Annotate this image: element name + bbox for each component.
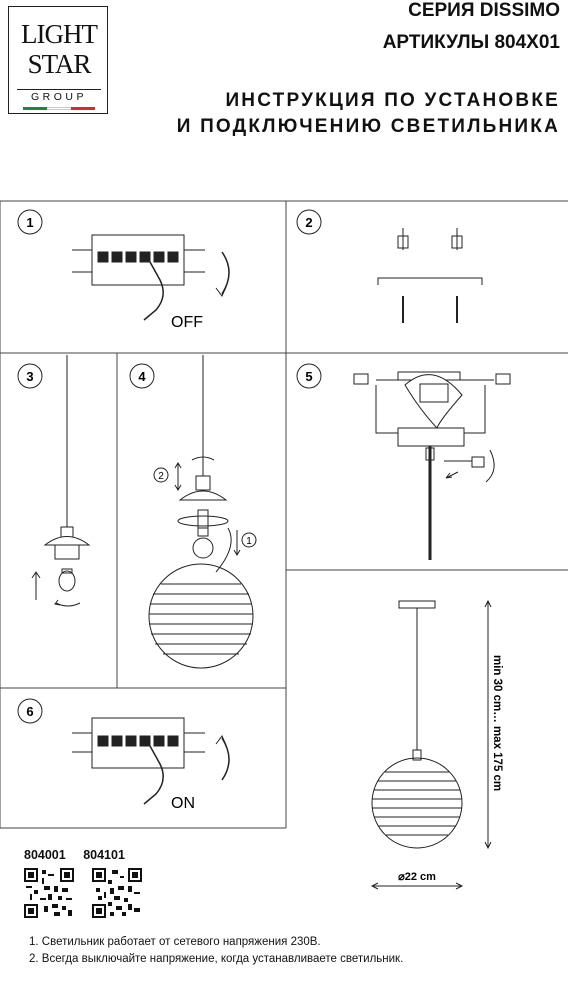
- svg-text:2: 2: [305, 215, 312, 230]
- svg-text:1: 1: [26, 215, 33, 230]
- breaker-panel-on-icon: [72, 717, 230, 805]
- note-1: 1. Светильник работает от сетевого напря…: [29, 936, 321, 948]
- sub-step-1-badge: 1: [241, 532, 257, 548]
- svg-text:1: 1: [246, 536, 252, 547]
- svg-text:6: 6: [26, 704, 33, 719]
- diagram-grid: [0, 200, 568, 829]
- instruction-line2: И ПОДКЛЮЧЕНИЮ СВЕТИЛЬНИКА: [176, 116, 560, 137]
- series-title: СЕРИЯ DISSIMO: [408, 0, 560, 21]
- svg-text:5: 5: [305, 369, 312, 384]
- sub-step-2-badge: 2: [153, 467, 169, 483]
- installation-diagram: 1 2 3 4 5 6 OFF: [0, 200, 568, 890]
- notes: 1. Светильник работает от сетевого напря…: [29, 934, 403, 968]
- article-codes: 804001 804101: [24, 848, 139, 862]
- articles-title: АРТИКУЛЫ 804X01: [382, 32, 560, 53]
- assembled-lamp-icon: [370, 599, 492, 890]
- svg-text:3: 3: [26, 369, 33, 384]
- shade-assembly-icon: [174, 355, 241, 573]
- svg-text:2: 2: [158, 471, 164, 482]
- logo-line3: GROUP: [17, 89, 101, 103]
- wiring-connection-icon: [353, 371, 511, 560]
- italian-flag-icon: [23, 107, 95, 110]
- on-label: ON: [171, 795, 195, 812]
- breaker-panel-off-icon: [72, 234, 230, 321]
- step-badge-2: 2: [296, 209, 322, 235]
- logo-line2: STAR: [27, 49, 92, 79]
- shade-and-bulb-icon: [31, 355, 91, 607]
- svg-text:4: 4: [138, 369, 146, 384]
- diameter-label: ⌀22 cm: [398, 871, 436, 883]
- step-badge-4: 4: [129, 363, 155, 389]
- instruction-title: ИНСТРУКЦИЯ ПО УСТАНОВКЕ И ПОДКЛЮЧЕНИЮ СВ…: [177, 88, 560, 140]
- logo-line1: LIGHT: [21, 19, 98, 49]
- article-code-1: 804001: [24, 848, 66, 862]
- step-badge-1: 1: [17, 209, 43, 235]
- qr-code-804101-icon: [92, 868, 142, 918]
- note-2: 2. Всегда выключайте напряжение, когда у…: [29, 953, 404, 965]
- step-badge-3: 3: [17, 363, 43, 389]
- height-dimension-label: min 30 cm… max 175 cm: [491, 655, 503, 791]
- glass-globe-icon: [148, 563, 254, 669]
- step-badge-5: 5: [296, 363, 322, 389]
- step-badge-6: 6: [17, 698, 43, 724]
- brand-logo: LIGHT STAR GROUP: [8, 6, 108, 114]
- mounting-bracket-icon: [377, 228, 483, 323]
- article-code-2: 804101: [83, 848, 125, 862]
- qr-code-804001-icon: [24, 868, 74, 918]
- off-label: OFF: [171, 314, 203, 331]
- instruction-line1: ИНСТРУКЦИЯ ПО УСТАНОВКЕ: [225, 90, 560, 111]
